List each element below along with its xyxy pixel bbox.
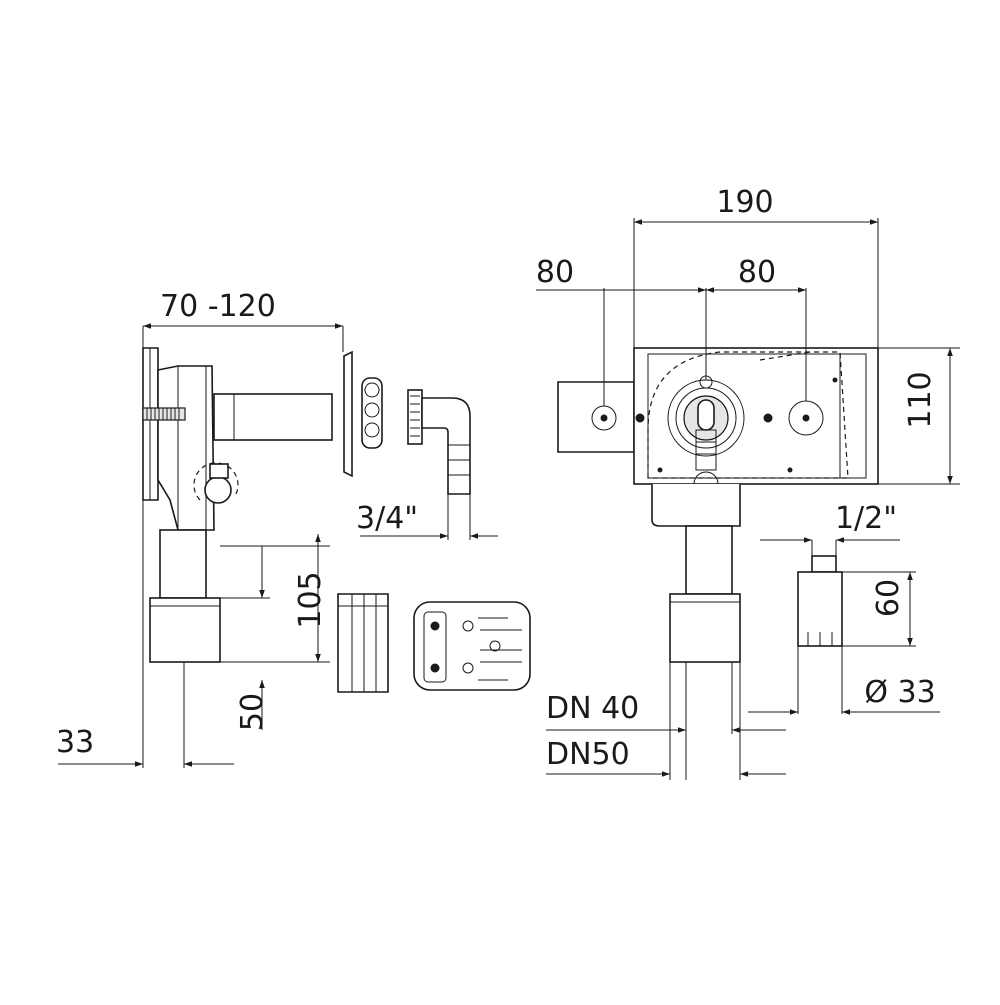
front-view	[557, 347, 879, 663]
dim-valve-height: 60	[871, 579, 906, 617]
dim-offset-right: 80	[738, 255, 776, 290]
drain-pipe-lower	[149, 597, 221, 663]
side-dimensions	[58, 323, 498, 768]
front-dimensions	[536, 218, 960, 780]
dim-width-range: 70 -120	[160, 289, 276, 324]
inlet-pipe	[213, 393, 333, 441]
dim-width-33: 33	[56, 725, 94, 760]
cover-rosette	[343, 350, 353, 478]
dim-offset-left: 80	[536, 255, 574, 290]
screw-kit	[413, 601, 531, 691]
mounting-flange	[557, 381, 635, 453]
dim-total-width: 190	[716, 185, 773, 220]
drain-pipe-upper	[159, 529, 207, 599]
dim-height-105: 105	[293, 571, 328, 628]
valve-knob	[204, 476, 232, 504]
seal-rings	[361, 377, 383, 449]
hose-elbow	[407, 389, 471, 495]
front-drain-upper	[685, 525, 733, 595]
install-box	[633, 347, 879, 485]
angle-valve	[797, 555, 843, 647]
dim-hose-thread: 3/4"	[356, 501, 418, 536]
side-view	[142, 347, 531, 693]
dim-drain-dn40: DN 40	[546, 691, 639, 726]
dim-height-50: 50	[235, 693, 270, 731]
front-drain-lower	[669, 593, 741, 663]
coupling-sleeve	[337, 593, 389, 693]
dim-drain-dn50: DN50	[546, 737, 630, 772]
dim-valve-thread: 1/2"	[835, 501, 897, 536]
dim-height-110: 110	[903, 371, 938, 428]
dim-valve-diameter: Ø 33	[864, 675, 935, 710]
